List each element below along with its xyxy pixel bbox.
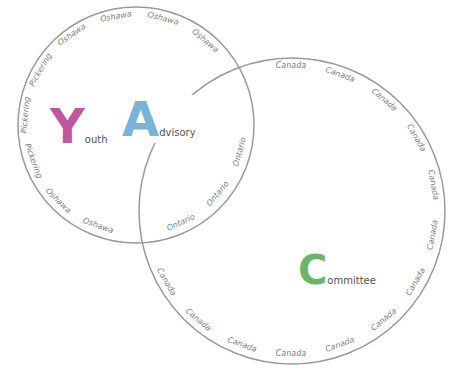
ring-word: Canada bbox=[276, 62, 306, 70]
ring-word: Canada bbox=[426, 219, 439, 250]
ring-word: Canada bbox=[184, 307, 212, 333]
ring-word: Ontario bbox=[233, 137, 248, 168]
ring-word: Canada bbox=[369, 87, 397, 113]
ring-word: Canada bbox=[426, 169, 439, 200]
ring-word: Canada bbox=[155, 267, 177, 297]
ring-word: Oshawa bbox=[81, 217, 114, 235]
ring-word: Canada bbox=[276, 350, 306, 358]
ring-word: Pickering bbox=[21, 96, 32, 133]
title-word: Advisory bbox=[120, 95, 198, 143]
ring-word: Canada bbox=[405, 123, 427, 153]
ring-word: Oshawa bbox=[190, 27, 220, 54]
ring-word: Oshawa bbox=[44, 187, 72, 215]
ring-word: Pickering bbox=[23, 143, 43, 180]
title-word: Committee bbox=[298, 250, 376, 290]
circle-line bbox=[18, 7, 254, 243]
ring-word: Ontario bbox=[206, 180, 231, 208]
ring-word: Canada bbox=[405, 267, 427, 297]
title-word: Youth bbox=[50, 102, 107, 150]
ring-word: Canada bbox=[369, 307, 397, 333]
ring-word: Canada bbox=[325, 66, 356, 84]
